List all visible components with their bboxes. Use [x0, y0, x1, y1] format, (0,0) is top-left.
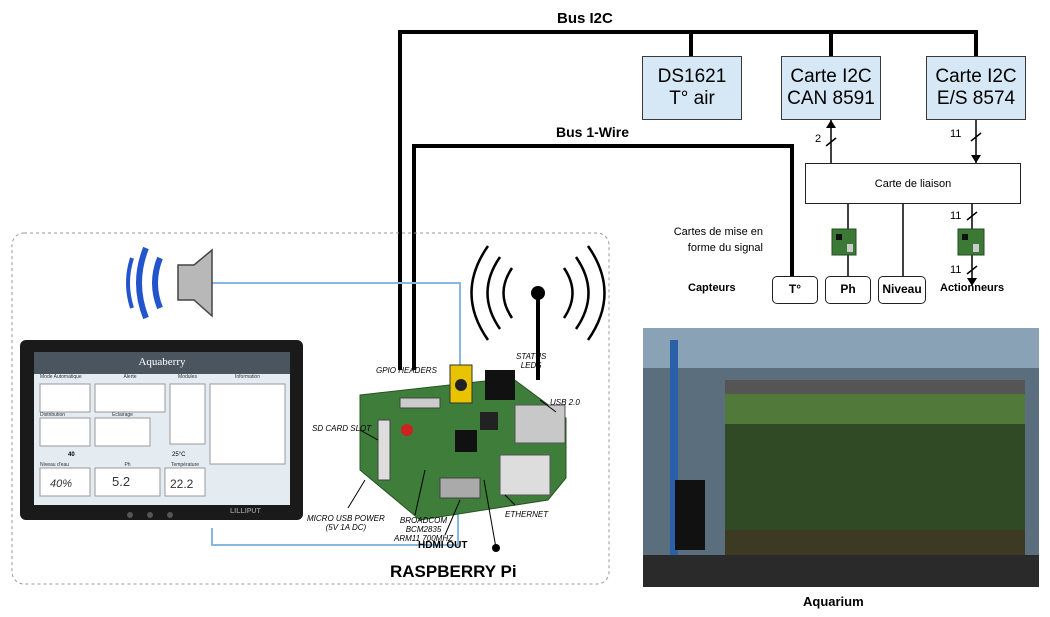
signal-label-line2: forme du signal: [687, 242, 763, 254]
signal-label-line1: Cartes de mise en: [673, 226, 763, 238]
sensors-label: Capteurs: [688, 282, 736, 294]
broadcom-label: BROADCOM BCM2835 ARM11 700MHZ: [394, 516, 453, 543]
temp-sensor-box: T°: [772, 276, 818, 304]
ds1621-box: DS1621 T° air: [642, 56, 742, 120]
screen-ph-value: 5.2: [112, 474, 131, 489]
touchscreen-device: [20, 340, 303, 520]
screen-panel-mode: Mode Automatique: [40, 374, 82, 380]
screen-temp-set: 25°C: [172, 452, 186, 458]
gpio-label: GPIO HEADERS: [376, 366, 437, 375]
micro-usb-line1: MICRO USB POWER: [307, 514, 385, 523]
status-leds-label: STATUS LEDS: [516, 352, 546, 370]
sd-slot-label: SD CARD SLOT: [312, 424, 372, 433]
ds1621-line1: DS1621: [657, 66, 727, 87]
es8574-line1: Carte I2C: [935, 66, 1017, 87]
broadcom-line2: BCM2835: [405, 525, 442, 534]
i2c-bus-label: Bus I2C: [557, 10, 613, 27]
onewire-bus-line: [412, 144, 794, 370]
status-line2: LEDS: [520, 361, 542, 370]
screen-panel-lighting: Eclairage: [112, 412, 133, 418]
liaison-box: Carte de liaison: [805, 163, 1021, 204]
screen-level-value: 40%: [50, 478, 73, 490]
es8574-line2: E/S 8574: [936, 88, 1016, 109]
aquarium-label: Aquarium: [803, 594, 864, 609]
screen-temp-value: 22.2: [170, 477, 194, 491]
broadcom-line1: BROADCOM: [399, 516, 448, 525]
ethernet-label: ETHERNET: [505, 510, 549, 519]
actuator-wire-count: 11: [950, 264, 962, 276]
screen-panel-distribution: Distribution: [40, 412, 66, 418]
aquarium-photo: [643, 328, 1039, 587]
raspberry-pi-title: RASPBERRY Pi: [390, 562, 517, 581]
signal-conditioning-label: Cartes de mise en forme du signal: [659, 224, 763, 256]
micro-usb-line2: (5V 1A DC): [325, 523, 367, 532]
screen-seuil-value: 40: [68, 452, 75, 458]
screen-panel-info: Information: [234, 374, 260, 380]
actuator-board-icon: [957, 228, 985, 256]
can8591-line1: Carte I2C: [790, 66, 872, 87]
can-wire-count: 2: [815, 133, 822, 145]
screen-panel-temp: Température: [170, 462, 200, 468]
signal-board-icon: [831, 228, 857, 256]
es-wire-count: 11: [950, 128, 962, 140]
raspberry-pi-board: [359, 364, 567, 521]
screen-brand: LILLIPUT: [230, 508, 261, 515]
i2c-bus-line: [398, 30, 978, 370]
broadcom-line3: ARM11 700MHZ: [394, 534, 453, 543]
speaker-icon: [126, 246, 213, 320]
es8574-box: Carte I2C E/S 8574: [926, 56, 1026, 120]
status-line1: STATUS: [516, 352, 547, 361]
micro-usb-label: MICRO USB POWER (5V 1A DC): [307, 514, 385, 532]
screen-panel-ph: Ph: [124, 462, 131, 468]
rpi-dashed-frame: [11, 232, 610, 585]
screen-panel-level: Niveau d'eau: [40, 462, 70, 468]
actuators-label: Actionneurs: [940, 282, 1005, 294]
liaison-out-count: 11: [950, 210, 962, 222]
antenna-icon: [470, 245, 606, 380]
screen-panel-modules: Modules: [178, 374, 197, 380]
onewire-bus-label: Bus 1-Wire: [556, 124, 630, 140]
ds1621-line2: T° air: [669, 88, 715, 109]
ph-sensor-box: Ph: [825, 276, 871, 304]
screen-app-title: Aquaberry: [138, 356, 186, 368]
can8591-box: Carte I2C CAN 8591: [781, 56, 881, 120]
usb-label: USB 2.0: [550, 398, 580, 407]
can8591-line2: CAN 8591: [787, 88, 875, 109]
level-sensor-box: Niveau: [878, 276, 926, 304]
hdmi-label: HDMI OUT: [418, 540, 468, 551]
screen-panel-alert: Alerte: [123, 374, 137, 380]
